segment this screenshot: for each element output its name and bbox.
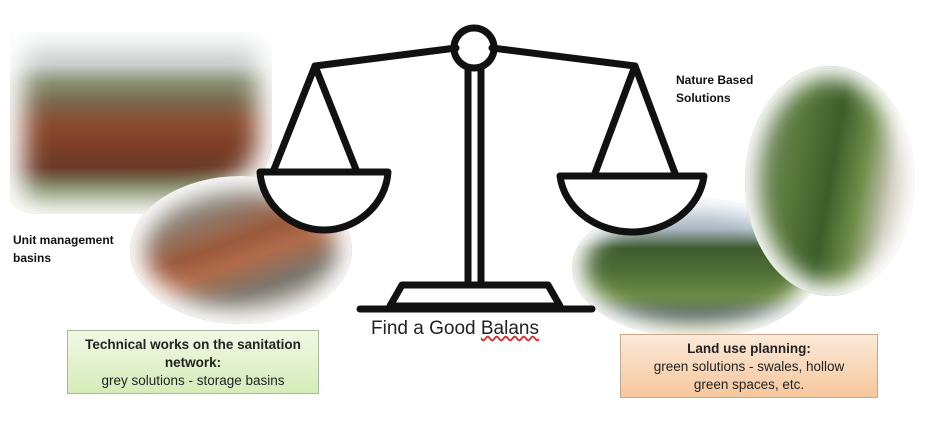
box-body: green spaces, etc.: [693, 377, 805, 392]
land-use-planning-box: Land use planning: green solutions - swa…: [620, 334, 878, 398]
label-line: Nature Based: [676, 73, 754, 87]
box-title: Technical works on the sanitation: [85, 337, 301, 352]
label-line: Unit management: [13, 233, 114, 247]
photo-planted-swale: [745, 66, 915, 296]
box-body: grey solutions - storage basins: [101, 373, 285, 388]
label-line: basins: [13, 251, 52, 265]
box-title: network:: [164, 355, 222, 370]
caption-misspelled-word: Balans: [480, 318, 539, 339]
label-unit-management-basins: Unit management basins: [13, 231, 114, 267]
center-caption: Find a Good Balans: [360, 318, 550, 340]
label-nature-based-solutions: Nature Based Solutions: [676, 71, 753, 107]
technical-works-box: Technical works on the sanitation networ…: [67, 330, 319, 394]
box-body: green solutions - swales, hollow: [653, 359, 845, 374]
label-line: Solutions: [676, 91, 731, 105]
box-title: Land use planning:: [687, 341, 811, 356]
caption-text: Find a Good: [371, 318, 481, 339]
